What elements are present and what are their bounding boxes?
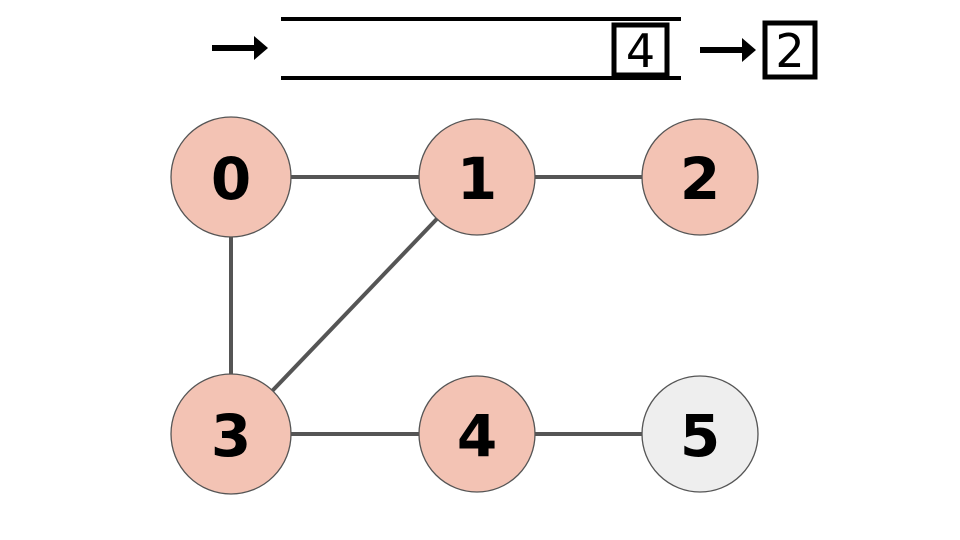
edge-layer	[229, 175, 642, 436]
dequeued-cell-box	[762, 20, 818, 80]
node-label-0: 0	[211, 145, 251, 213]
node-layer: 0 1 2 3 4 5	[170, 116, 759, 495]
dequeue-arrow-icon	[700, 38, 756, 62]
node-circle-1	[418, 118, 536, 236]
graph-node-2[interactable]: 2	[641, 118, 759, 236]
queue-cell-box-0	[611, 22, 670, 78]
dequeued-cell[interactable]: 2	[762, 20, 818, 80]
node-label-4: 4	[457, 402, 497, 470]
node-circle-0	[170, 116, 292, 238]
graph-node-0[interactable]: 0	[170, 116, 292, 238]
graph-edge-1-3	[271, 217, 439, 393]
graph-node-3[interactable]: 3	[170, 373, 292, 495]
dequeue-arrow-icon-head	[742, 38, 756, 62]
node-circle-5	[641, 375, 759, 493]
enqueue-arrow-icon-head	[254, 36, 268, 60]
queue-cell-0[interactable]: 4	[611, 22, 670, 78]
node-label-5: 5	[680, 402, 720, 470]
queue-cell-label-0: 4	[626, 24, 655, 78]
node-circle-3	[170, 373, 292, 495]
graph-node-4[interactable]: 4	[418, 375, 536, 493]
node-circle-4	[418, 375, 536, 493]
node-label-1: 1	[457, 145, 497, 213]
node-label-2: 2	[680, 145, 720, 213]
graph-node-5[interactable]: 5	[641, 375, 759, 493]
enqueue-arrow-icon	[212, 36, 268, 60]
graph-node-1[interactable]: 1	[418, 118, 536, 236]
dequeued-cell-label: 2	[775, 24, 804, 78]
node-circle-2	[641, 118, 759, 236]
node-label-3: 3	[211, 402, 251, 470]
